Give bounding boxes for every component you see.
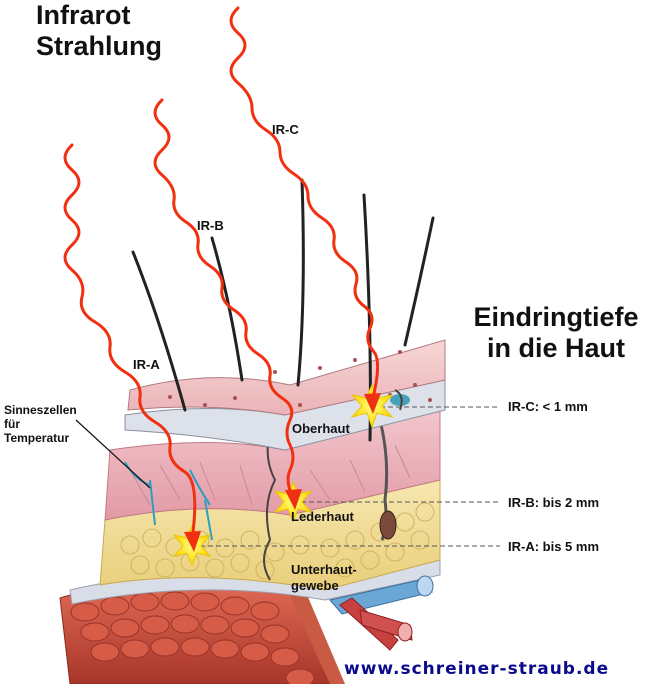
diagram-title: Infrarot Strahlung: [36, 0, 162, 62]
ray-ir-a-arrowhead: [184, 531, 201, 552]
blood-vessels: [329, 575, 434, 651]
ray-label-ir-c: IR-C: [272, 122, 299, 137]
website-link[interactable]: www.schreiner-straub.de: [344, 659, 610, 679]
ray-ir-b-arrowhead: [285, 489, 302, 510]
dermis-layer: [104, 409, 441, 581]
sensor-label-line-3: Temperatur: [4, 431, 70, 445]
title-line-2: Strahlung: [36, 31, 162, 61]
ray-ir-c-wave: [229, 6, 379, 404]
ray-ir-c: [229, 6, 381, 414]
title-line-1: Infrarot: [36, 0, 131, 30]
ray-ir-c-arrowhead: [364, 393, 381, 414]
layer-label-oberhaut: Oberhaut: [292, 421, 350, 436]
sensor-label-line-1: Sinneszellen: [4, 403, 77, 417]
depth-heading: Eindringtiefe in die Haut: [466, 302, 646, 364]
ray-label-ir-b: IR-B: [197, 218, 224, 233]
layer-label-lederhaut: Lederhaut: [291, 509, 354, 524]
ray-ir-b-wave: [153, 98, 295, 499]
sensor-pointer-line: [75, 419, 151, 489]
depth-label-ir-c: IR-C: < 1 mm: [508, 399, 588, 414]
depth-guide-lines: [192, 406, 500, 547]
ray-label-ir-a: IR-A: [133, 357, 160, 372]
sensor-label-line-2: für: [4, 417, 20, 431]
depth-label-ir-b: IR-B: bis 2 mm: [508, 495, 600, 510]
unterhaut-line-1: Unterhaut-: [291, 562, 357, 577]
ray-ir-a-wave: [63, 143, 197, 542]
depth-heading-line-1: Eindringtiefe: [473, 302, 639, 332]
depth-heading-line-2: in die Haut: [486, 333, 625, 363]
depth-label-ir-a: IR-A: bis 5 mm: [508, 539, 600, 554]
sensor-cells-label: Sinneszellen für Temperatur: [4, 403, 77, 445]
muscle-layer: [59, 582, 345, 684]
ray-ir-b: [153, 98, 302, 510]
layer-label-unterhautgewebe: Unterhaut- gewebe: [291, 562, 357, 594]
unterhaut-line-2: gewebe: [291, 578, 339, 593]
ray-ir-a: [63, 143, 201, 552]
